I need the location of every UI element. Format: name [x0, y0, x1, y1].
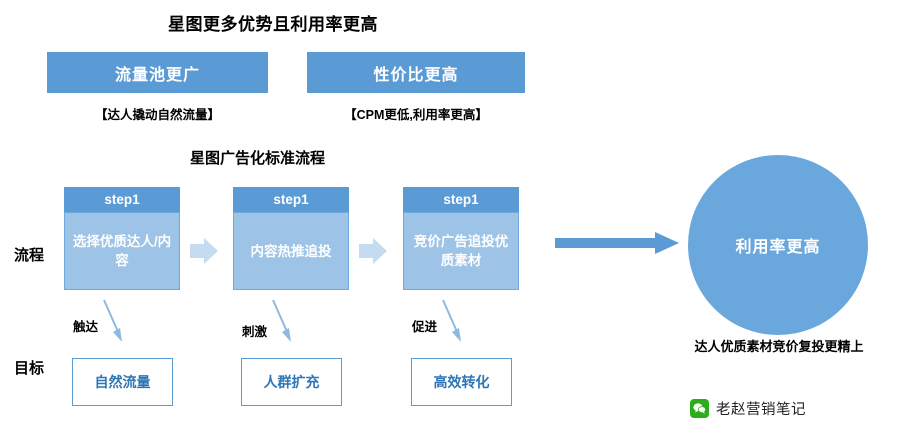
arrow-right-icon: [555, 232, 679, 254]
watermark-text: 老赵营销笔记: [716, 402, 806, 418]
connector-label-1: 触达: [73, 320, 99, 334]
page-title: 星图更多优势且利用率更高: [168, 15, 378, 34]
row-label-goal: 目标: [14, 360, 45, 377]
row-label-process: 流程: [14, 247, 45, 264]
advantage-caption-cost-performance: 【CPM更低,利用率更高】: [344, 108, 488, 122]
watermark: 老赵营销笔记: [690, 398, 806, 419]
step-body-1: 选择优质达人/内容: [64, 212, 180, 290]
advantage-caption-traffic-pool: 【达人撬动自然流量】: [94, 108, 220, 122]
result-circle: 利用率更高: [688, 155, 868, 335]
goal-box-2: 人群扩充: [241, 358, 342, 406]
wechat-icon: [690, 399, 709, 418]
arrow-down-icon: [99, 299, 125, 342]
goal-box-3: 高效转化: [411, 358, 512, 406]
step-body-2: 内容热推追投: [233, 212, 349, 290]
goal-box-1: 自然流量: [72, 358, 173, 406]
step-header-1: step1: [64, 187, 180, 212]
advantage-box-cost-performance: 性价比更高: [307, 52, 525, 93]
connector-label-3: 促进: [412, 320, 438, 334]
arrow-down-icon: [268, 299, 294, 342]
chevron-right-icon: [359, 238, 387, 264]
step-header-2: step1: [233, 187, 349, 212]
step-body-3: 竞价广告追投优质素材: [403, 212, 519, 290]
result-caption: 达人优质素材竞价复投更精上: [694, 339, 864, 354]
advantage-box-traffic-pool: 流量池更广: [47, 52, 268, 93]
chevron-right-icon: [190, 238, 218, 264]
connector-label-2: 刺激: [242, 325, 268, 339]
step-header-3: step1: [403, 187, 519, 212]
arrow-down-icon: [438, 299, 464, 342]
flow-section-title: 星图广告化标准流程: [190, 150, 326, 167]
